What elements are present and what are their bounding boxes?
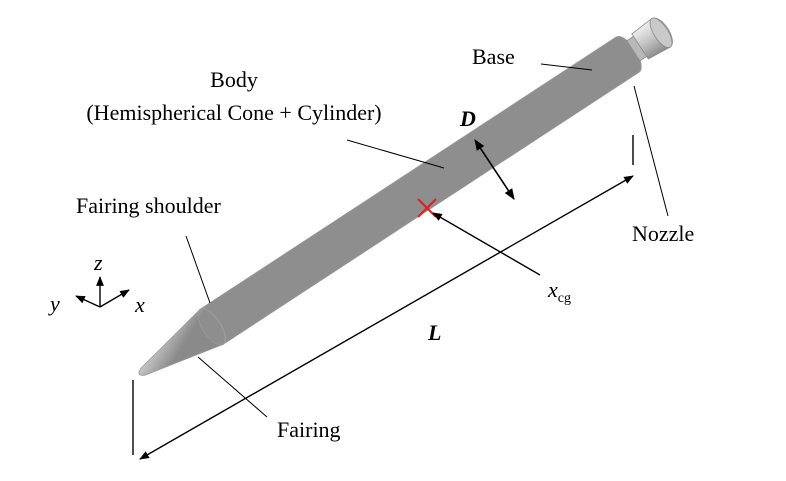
- nozzle-leader: [633, 85, 669, 217]
- label-xcg: xcg: [547, 277, 571, 306]
- axis-label-y: y: [48, 291, 60, 316]
- label-nozzle: Nozzle: [632, 221, 694, 246]
- label-fairing: Fairing: [277, 417, 341, 442]
- label-xcg-sub: cg: [558, 291, 571, 306]
- axes-triad: [75, 276, 130, 308]
- label-fairing-shoulder: Fairing shoulder: [76, 193, 221, 218]
- fairing-leader: [197, 356, 268, 418]
- rocket-body: [197, 36, 642, 346]
- body-leader: [346, 139, 445, 169]
- xcg-leader: [432, 212, 541, 276]
- nozzle-exit: [649, 17, 673, 48]
- label-length: L: [427, 320, 441, 345]
- label-diameter: D: [459, 106, 476, 131]
- axis-label-x: x: [134, 292, 145, 317]
- label-xcg-main: x: [547, 277, 558, 302]
- fairing-shoulder-leader: [185, 235, 211, 304]
- label-body: Body: [210, 67, 258, 92]
- axis-label-z: z: [93, 250, 103, 275]
- label-base: Base: [472, 44, 515, 69]
- base-leader: [540, 63, 593, 71]
- diameter-dimension-arrow: [474, 139, 515, 200]
- label-body-desc: (Hemispherical Cone + Cylinder): [86, 100, 381, 125]
- length-dimension-arrow: [139, 175, 634, 460]
